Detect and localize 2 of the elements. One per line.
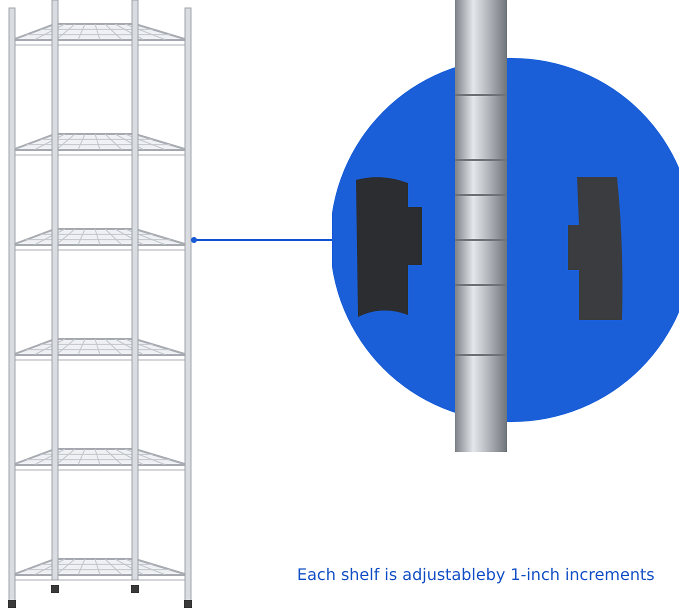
caption-text: Each shelf is adjustableby 1-inch increments bbox=[297, 565, 655, 584]
leader-line bbox=[191, 237, 332, 243]
